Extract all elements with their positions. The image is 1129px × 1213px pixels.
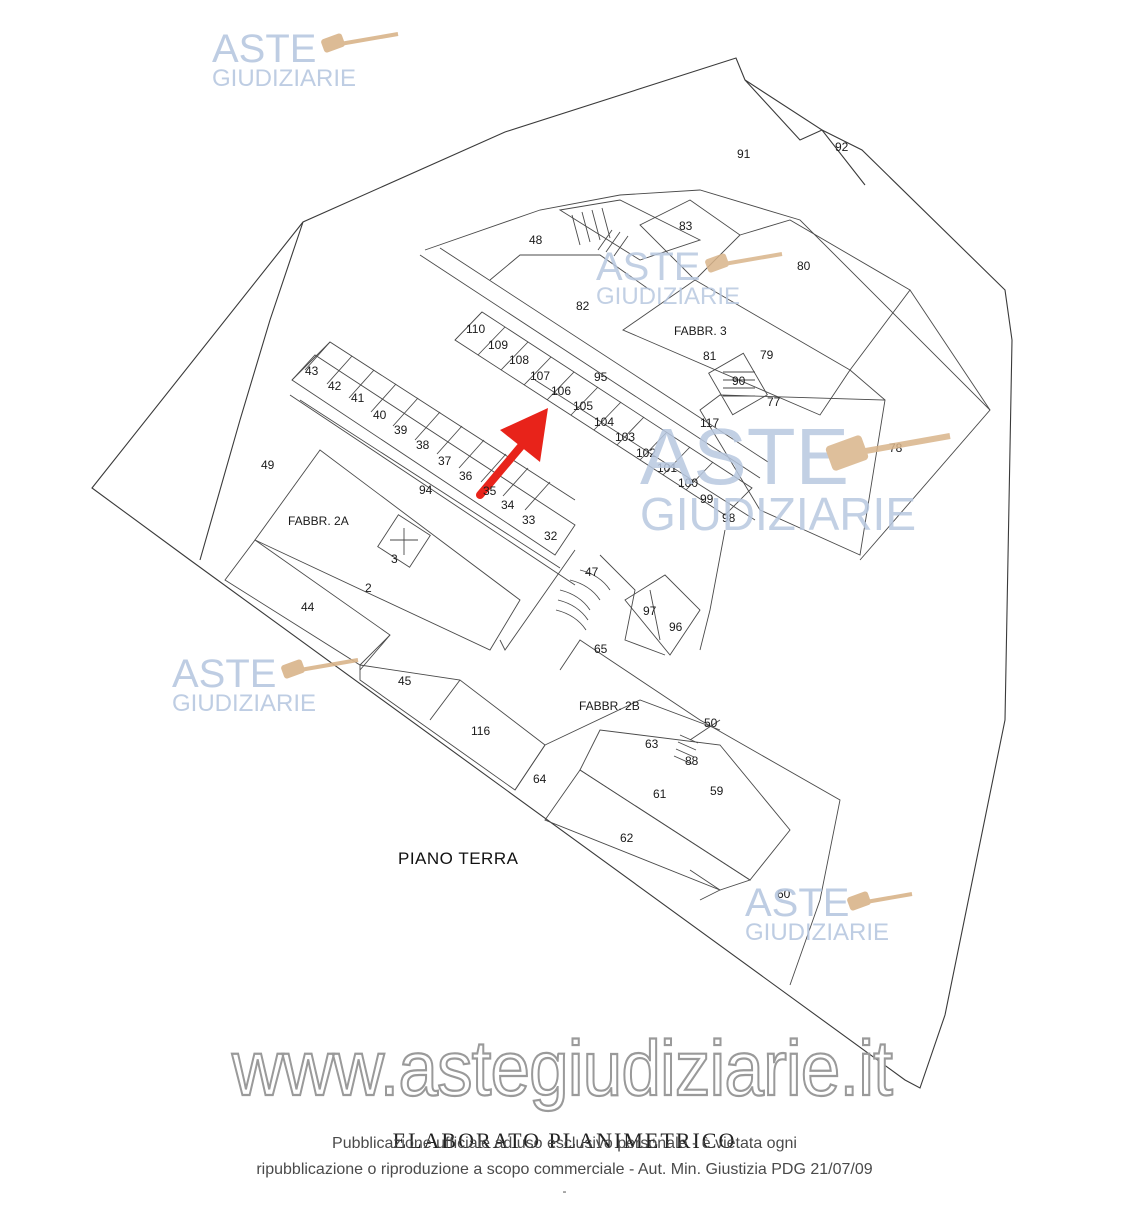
gavel-icon <box>705 252 783 273</box>
watermark-logo-3: ASTE GIUDIZIARIE <box>640 412 951 540</box>
property-boundary <box>91 57 1013 1089</box>
unit-91: 91 <box>737 147 751 161</box>
unit-110: 110 <box>466 322 485 336</box>
unit-106: 106 <box>551 384 571 398</box>
unit-60: 60 <box>777 887 791 901</box>
svg-text:ASTE: ASTE <box>640 412 849 501</box>
svg-text:GIUDIZIARIE: GIUDIZIARIE <box>172 690 316 717</box>
unit-3: 3 <box>391 552 398 566</box>
unit-47: 47 <box>585 565 599 579</box>
unit-101: 101 <box>657 461 677 475</box>
unit-90: 90 <box>732 374 746 388</box>
unit-45: 45 <box>398 674 412 688</box>
svg-text:GIUDIZIARIE: GIUDIZIARIE <box>596 283 740 310</box>
stair-hatch-fabbr2b <box>673 734 699 765</box>
garage-row-lower <box>289 341 576 586</box>
unit-95: 95 <box>594 370 608 384</box>
unit-103: 103 <box>615 430 635 444</box>
building-label-fabbr-2b: FABBR. 2B <box>579 699 640 713</box>
document-title: ELABORATO PLANIMETRICO <box>392 1128 737 1153</box>
unit-48: 48 <box>529 233 543 247</box>
footer-line-3: - <box>562 1184 567 1198</box>
unit-109: 109 <box>488 338 508 352</box>
unit-50: 50 <box>704 716 718 730</box>
gavel-icon <box>825 433 951 471</box>
svg-text:ASTE: ASTE <box>745 881 849 925</box>
unit-98: 98 <box>722 511 736 525</box>
unit-107: 107 <box>530 369 550 383</box>
unit-38: 38 <box>416 438 430 452</box>
unit-97: 97 <box>643 604 657 618</box>
unit-35: 35 <box>483 484 497 498</box>
fabbr-2b-block <box>499 549 841 986</box>
unit-102: 102 <box>636 446 656 460</box>
gavel-icon <box>321 32 399 53</box>
unit-59: 59 <box>710 784 724 798</box>
stair-hatch-fabbr3 <box>708 352 768 416</box>
unit-49: 49 <box>261 458 275 472</box>
watermark-logo-4: ASTE GIUDIZIARIE <box>172 652 359 717</box>
unit-37: 37 <box>438 454 452 468</box>
unit-80: 80 <box>797 259 811 273</box>
floor-title: PIANO TERRA <box>398 849 519 868</box>
watermark-logo-5: ASTE GIUDIZIARIE <box>745 881 913 946</box>
unit-44: 44 <box>301 600 315 614</box>
unit-63: 63 <box>645 737 659 751</box>
north-arrow <box>476 408 548 499</box>
fabbr-2a-block <box>224 449 546 791</box>
gavel-icon <box>847 891 913 911</box>
ramp-hatch-central <box>555 569 611 631</box>
unit-61: 61 <box>653 787 667 801</box>
svg-text:GIUDIZIARIE: GIUDIZIARIE <box>745 919 889 946</box>
svg-text:ASTE: ASTE <box>596 245 700 289</box>
svg-text:ASTE: ASTE <box>212 27 316 71</box>
unit-41: 41 <box>351 391 365 405</box>
gavel-icon <box>281 658 359 679</box>
unit-labels: 91 92 48 83 80 82 110 109 108 107 106 95… <box>261 140 903 901</box>
unit-64: 64 <box>533 772 547 786</box>
svg-text:GIUDIZIARIE: GIUDIZIARIE <box>212 65 356 92</box>
svg-text:ASTE: ASTE <box>172 652 276 696</box>
unit-2: 2 <box>365 581 372 595</box>
unit-92: 92 <box>835 140 849 154</box>
unit-40: 40 <box>373 408 387 422</box>
unit-105: 105 <box>573 399 593 413</box>
unit-117: 117 <box>700 416 719 430</box>
unit-79: 79 <box>760 348 774 362</box>
unit-99: 99 <box>700 492 714 506</box>
unit-32: 32 <box>544 529 558 543</box>
unit-88: 88 <box>685 754 699 768</box>
unit-43: 43 <box>305 364 319 378</box>
unit-108: 108 <box>509 353 529 367</box>
unit-62: 62 <box>620 831 634 845</box>
unit-77: 77 <box>767 395 781 409</box>
unit-39: 39 <box>394 423 408 437</box>
watermark-logo-2: ASTE GIUDIZIARIE <box>596 245 783 310</box>
building-label-fabbr-2a: FABBR. 2A <box>288 514 349 528</box>
unit-104: 104 <box>594 415 614 429</box>
unit-100: 100 <box>678 476 698 490</box>
unit-94: 94 <box>419 483 433 497</box>
unit-96: 96 <box>669 620 683 634</box>
watermark-logo-1: ASTE GIUDIZIARIE <box>212 27 399 92</box>
unit-65: 65 <box>594 642 608 656</box>
fabbr-3-block <box>424 189 991 561</box>
ramp-hatch-north <box>571 207 629 257</box>
svg-text:GIUDIZIARIE: GIUDIZIARIE <box>640 488 916 540</box>
unit-83: 83 <box>679 219 693 233</box>
unit-116: 116 <box>471 724 490 738</box>
footer-line-1: Pubblicazione ufficiale ad uso esclusivo… <box>332 1135 797 1152</box>
unit-82: 82 <box>576 299 590 313</box>
unit-34: 34 <box>501 498 515 512</box>
footer-line-2: ripubblicazione o riproduzione a scopo c… <box>256 1161 873 1178</box>
unit-33: 33 <box>522 513 536 527</box>
garage-row-upper <box>419 247 769 651</box>
building-label-fabbr-3: FABBR. 3 <box>674 324 727 338</box>
unit-81: 81 <box>703 349 717 363</box>
unit-42: 42 <box>328 379 342 393</box>
unit-36: 36 <box>459 469 473 483</box>
watermark-url: www.astegiudiziarie.it <box>231 1024 893 1112</box>
building-labels: FABBR. 3 FABBR. 2A FABBR. 2B <box>288 324 727 713</box>
